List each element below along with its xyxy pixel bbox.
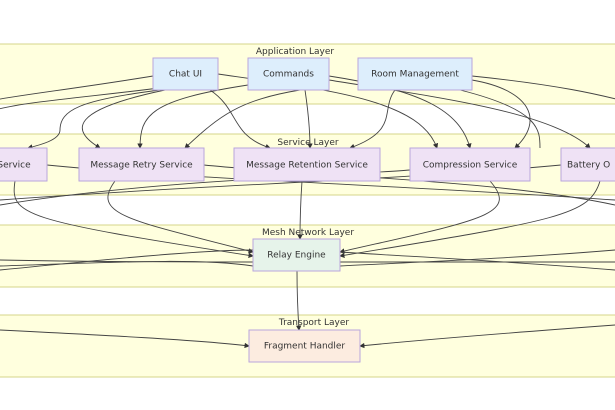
node-fragment-handler[interactable]: Fragment Handler	[248, 329, 361, 363]
node-chat-ui[interactable]: Chat UI	[152, 57, 219, 91]
node-message-retention-service[interactable]: Message Retention Service	[233, 147, 381, 182]
node-label: Fragment Handler	[264, 342, 346, 352]
transport-layer-title: Transport Layer	[278, 318, 349, 328]
node-label: Commands	[263, 70, 314, 80]
node-label: Battery O	[567, 161, 610, 171]
node-label: Message Retention Service	[246, 161, 368, 171]
mesh-layer-title: Mesh Network Layer	[262, 228, 354, 238]
service-layer-title: Service Layer	[277, 138, 339, 148]
node-message-retry-service[interactable]: Message Retry Service	[78, 147, 205, 182]
node-label: Service	[0, 161, 31, 171]
node-battery-service[interactable]: Battery O	[560, 147, 615, 182]
node-label: Relay Engine	[267, 251, 326, 261]
node-label: Message Retry Service	[90, 161, 193, 171]
node-commands[interactable]: Commands	[247, 57, 330, 91]
node-label: Chat UI	[169, 70, 202, 80]
node-room-management[interactable]: Room Management	[357, 57, 473, 91]
edges	[0, 73, 615, 349]
application-layer-title: Application Layer	[256, 47, 335, 57]
node-compression-service[interactable]: Compression Service	[409, 147, 531, 182]
node-relay-engine[interactable]: Relay Engine	[252, 238, 341, 272]
node-service-left[interactable]: Service	[0, 147, 48, 182]
node-label: Compression Service	[423, 161, 518, 171]
node-label: Room Management	[371, 70, 459, 80]
